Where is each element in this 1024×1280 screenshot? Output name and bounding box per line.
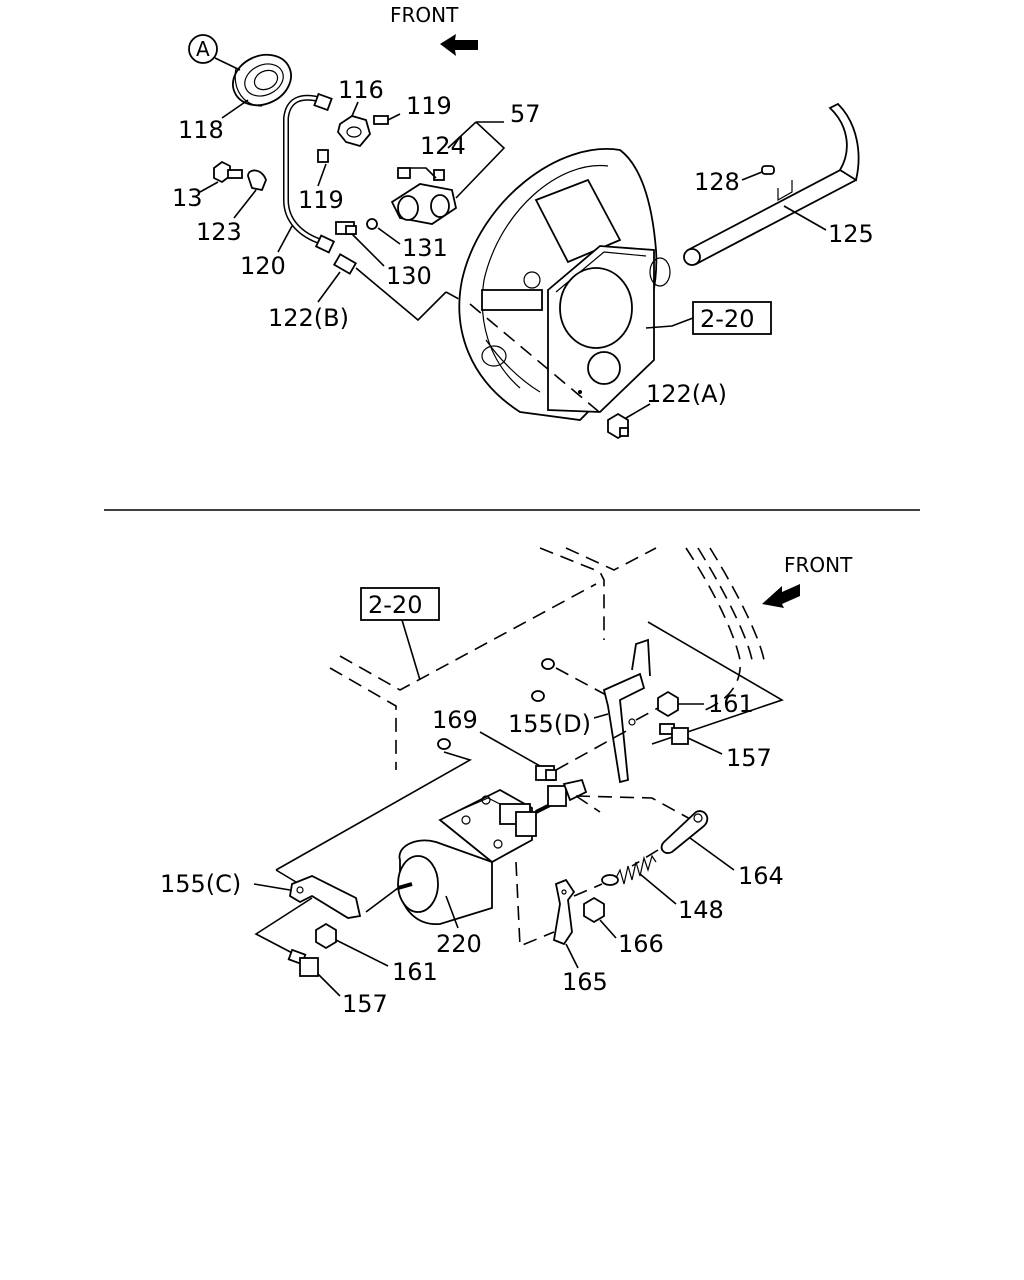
- clip-123: [247, 169, 267, 192]
- bottom-front-label: FRONT: [784, 553, 853, 577]
- callout-164: 164: [738, 862, 784, 890]
- callout-116: 116: [338, 76, 384, 104]
- bolt-157b: [287, 948, 319, 977]
- callout-125: 125: [828, 220, 874, 248]
- front-arrow-icon: [440, 34, 478, 56]
- callout-166: 166: [618, 930, 664, 958]
- circle-marker: [188, 34, 218, 64]
- callout-220: 220: [436, 930, 482, 958]
- pin-128: [761, 165, 775, 175]
- screw-119a: [373, 115, 389, 125]
- callout-161b: 161: [392, 958, 438, 986]
- callout-157b: 157: [342, 990, 388, 1018]
- circle-marker-label: A: [196, 37, 210, 61]
- top-ref-box-label: 2-20: [700, 305, 754, 333]
- nipple-122b: [332, 253, 358, 275]
- callout-155c: 155(C): [160, 870, 241, 898]
- top-front-label: FRONT: [390, 3, 459, 27]
- bolt-157a: [659, 723, 689, 745]
- nipple-122a: [607, 412, 629, 440]
- callout-165: 165: [562, 968, 608, 996]
- callout-118: 118: [178, 116, 224, 144]
- callout-131: 131: [402, 234, 448, 262]
- bottom-ref-box-label: 2-20: [368, 591, 422, 619]
- nut-161a: [657, 690, 679, 718]
- callout-13: 13: [172, 184, 203, 212]
- callout-169: 169: [432, 706, 478, 734]
- callout-148: 148: [678, 896, 724, 924]
- bracket-165: [552, 878, 576, 946]
- callout-120: 120: [240, 252, 286, 280]
- nut-161b: [315, 922, 337, 950]
- callout-123: 123: [196, 218, 242, 246]
- bolt-169: [535, 765, 557, 781]
- top-ref-box: [692, 301, 772, 335]
- callout-161a: 161: [708, 690, 754, 718]
- callout-57: 57: [510, 100, 541, 128]
- callout-130: 130: [386, 262, 432, 290]
- washer-mid: [531, 690, 545, 702]
- callout-119a: 119: [406, 92, 452, 120]
- callout-128: 128: [694, 168, 740, 196]
- screw-119b: [317, 149, 329, 163]
- bolt-13: [213, 160, 243, 184]
- fitting-130: [335, 221, 357, 235]
- callout-155d: 155(D): [508, 710, 591, 738]
- callout-124: 124: [420, 132, 466, 160]
- nut-166: [583, 896, 605, 924]
- clutch-housing: [458, 148, 671, 421]
- callout-122a: 122(A): [646, 380, 727, 408]
- top-view: FRONT A 118 120 116: [172, 3, 874, 440]
- bottom-ref-box: [360, 587, 440, 621]
- bracket-155d: [602, 638, 651, 784]
- nut-116: [337, 115, 371, 148]
- actuator-220: [397, 778, 588, 925]
- callout-157a: 157: [726, 744, 772, 772]
- bottom-view: FRONT 2-20 155(D) 161: [160, 547, 853, 1018]
- washer-left: [437, 738, 451, 750]
- lever-164: [660, 810, 709, 854]
- bracket-155c: [289, 875, 362, 919]
- bearing-118: [232, 53, 292, 107]
- spring-148: [601, 854, 657, 886]
- callout-119b: 119: [298, 186, 344, 214]
- bracket-57: [390, 167, 458, 225]
- washer-top: [541, 658, 555, 670]
- front-arrow-icon: [762, 584, 800, 608]
- washer-131: [366, 218, 378, 230]
- callout-122b: 122(B): [268, 304, 349, 332]
- shaft-125: [683, 102, 860, 266]
